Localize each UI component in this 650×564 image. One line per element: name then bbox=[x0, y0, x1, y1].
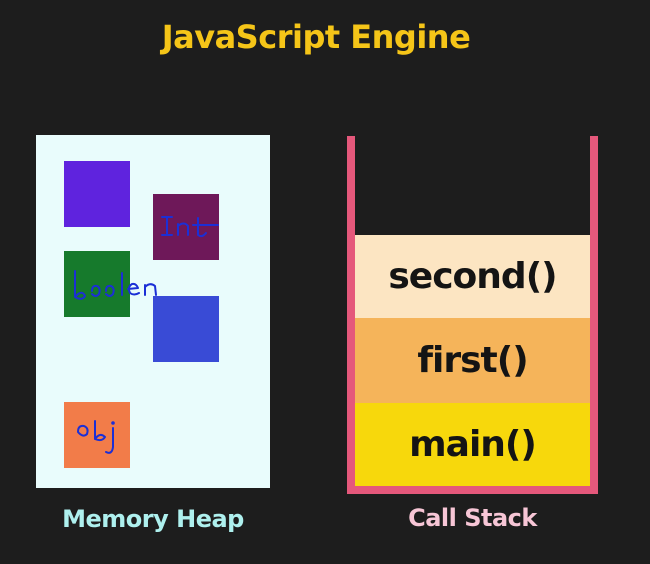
handwritten-obj bbox=[77, 420, 115, 454]
heap-block-orange bbox=[64, 402, 130, 468]
stack-frame-label: main() bbox=[409, 424, 537, 465]
stack-frame-label: first() bbox=[417, 340, 528, 381]
heap-block-plum bbox=[153, 194, 219, 260]
memory-heap bbox=[36, 135, 270, 488]
call-stack: second() first() main() bbox=[347, 136, 598, 494]
stack-frame-label: second() bbox=[388, 256, 557, 297]
handwritten-boolean bbox=[74, 270, 157, 300]
stack-frame-main: main() bbox=[355, 403, 590, 486]
handwritten-int bbox=[161, 216, 219, 238]
stack-frame-first: first() bbox=[355, 318, 590, 403]
memory-heap-label: Memory Heap bbox=[62, 505, 244, 533]
call-stack-label: Call Stack bbox=[408, 504, 537, 532]
stack-frame-second: second() bbox=[355, 235, 590, 318]
page-title: JavaScript Engine bbox=[161, 18, 471, 56]
heap-block-blue bbox=[153, 296, 219, 362]
heap-block-purple bbox=[64, 161, 130, 227]
